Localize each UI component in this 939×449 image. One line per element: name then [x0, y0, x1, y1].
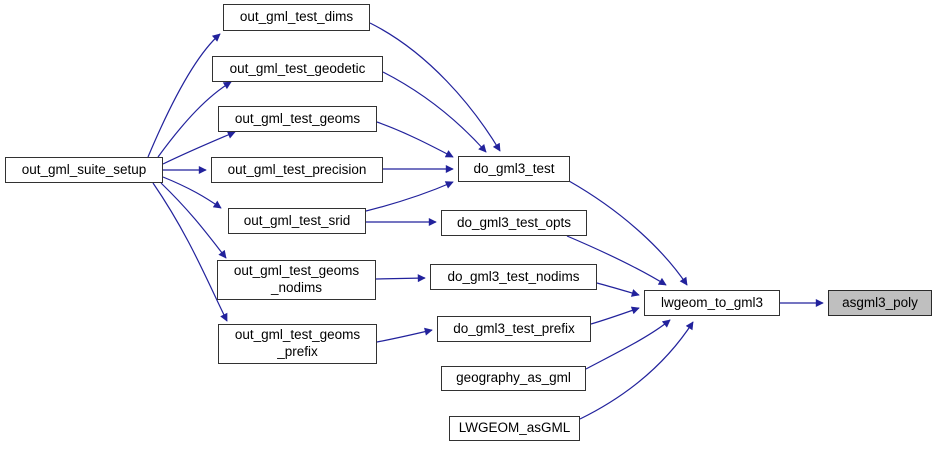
node-do-gml3-test[interactable]: do_gml3_test [458, 156, 570, 182]
node-out-gml-suite-setup[interactable]: out_gml_suite_setup [5, 157, 163, 183]
node-out-gml-test-srid[interactable]: out_gml_test_srid [228, 208, 366, 234]
node-out-gml-test-precision[interactable]: out_gml_test_precision [211, 157, 383, 183]
node-lwgeom-to-gml3[interactable]: lwgeom_to_gml3 [644, 290, 780, 316]
edge-test-opts-to-lwgeom-to-gml3 [566, 235, 667, 286]
edge-lwgeom-asgml-to-lwgeom-to-gml3 [579, 321, 694, 420]
edge-suite-setup-to-geoms-nodims [160, 182, 227, 259]
node-lwgeom-asgml[interactable]: LWGEOM_asGML [449, 416, 580, 441]
node-geography-as-gml[interactable]: geography_as_gml [441, 366, 586, 391]
edge-suite-setup-to-test-srid [162, 176, 222, 209]
node-out-gml-test-geodetic[interactable]: out_gml_test_geodetic [212, 56, 383, 82]
edge-suite-setup-to-geoms-prefix [152, 182, 228, 322]
edge-geoms-prefix-to-test-prefix [376, 327, 433, 343]
edge-suite-setup-to-test-dims [147, 33, 221, 158]
node-out-gml-test-geoms-prefix[interactable]: out_gml_test_geoms _prefix [218, 324, 377, 364]
node-asgml3-poly: asgml3_poly [828, 290, 932, 316]
node-out-gml-test-geoms-nodims[interactable]: out_gml_test_geoms _nodims [217, 260, 376, 300]
edge-test-nodims-to-lwgeom-to-gml3 [596, 282, 640, 297]
node-out-gml-test-dims[interactable]: out_gml_test_dims [223, 4, 370, 31]
edge-test-srid-to-do-gml3-test [365, 181, 454, 212]
edge-geoms-nodims-to-test-nodims [375, 274, 426, 283]
node-out-gml-test-geoms[interactable]: out_gml_test_geoms [218, 106, 377, 132]
edge-test-geodetic-to-do-gml3-test [382, 71, 487, 153]
node-do-gml3-test-opts[interactable]: do_gml3_test_opts [441, 210, 587, 236]
edge-suite-setup-to-test-geoms [162, 131, 236, 165]
edge-suite-setup-to-test-geodetic [157, 81, 232, 158]
edge-test-prefix-to-lwgeom-to-gml3 [590, 306, 640, 325]
edge-test-dims-to-do-gml3-test [369, 22, 501, 152]
node-do-gml3-test-prefix[interactable]: do_gml3_test_prefix [437, 316, 591, 342]
edge-test-geoms-to-do-gml3-test [376, 121, 454, 158]
node-do-gml3-test-nodims[interactable]: do_gml3_test_nodims [430, 264, 597, 290]
edge-geography-as-gml-to-lwgeom-to-gml3 [585, 319, 671, 370]
edge-do-gml3-test-to-lwgeom-to-gml3 [568, 180, 688, 286]
